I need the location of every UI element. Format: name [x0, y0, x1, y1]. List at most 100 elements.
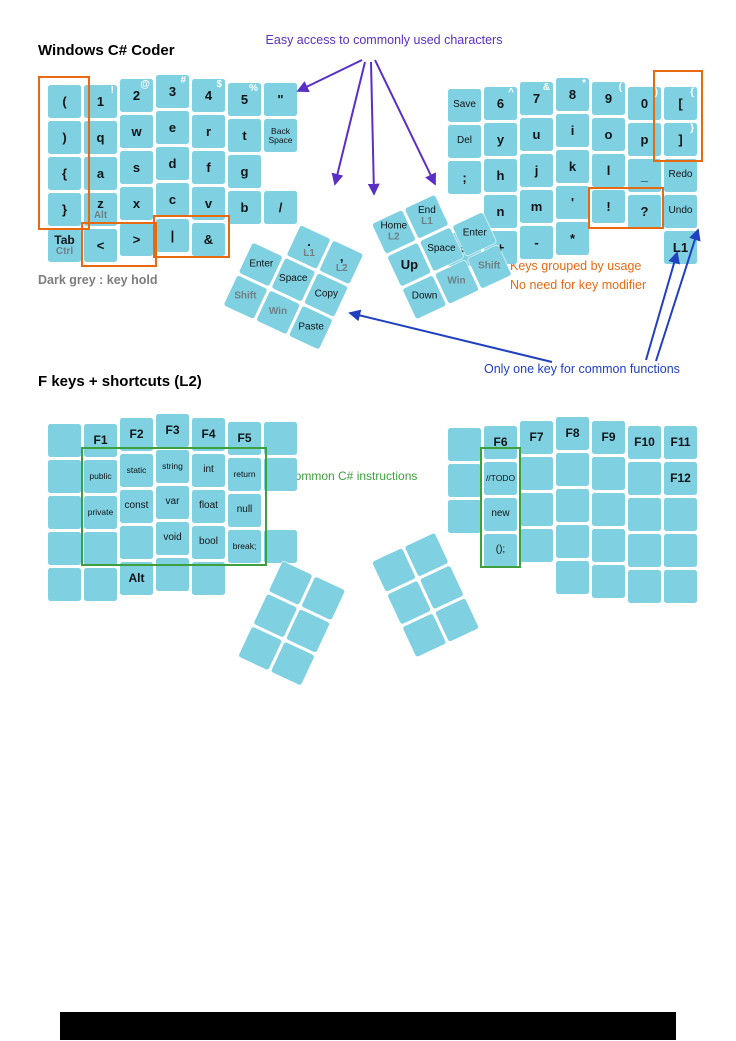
- key-semicolon: ;: [448, 161, 481, 194]
- grouped-annotation-line1: Keys grouped by usage: [510, 259, 642, 273]
- hold-function-label: L1: [420, 215, 433, 227]
- key-const: const: [120, 490, 153, 523]
- key-todo-comment: //TODO: [484, 462, 517, 495]
- bang-question-box: [588, 187, 664, 229]
- key-f8: F8: [556, 417, 589, 450]
- key-return: return: [228, 458, 261, 491]
- key-f11: F11: [664, 426, 697, 459]
- key-blank: [592, 565, 625, 598]
- csharp-right-box: [480, 447, 521, 568]
- key-blank: [48, 568, 81, 601]
- key-open-brace: {: [48, 157, 81, 190]
- key-string: string: [156, 450, 189, 483]
- one-key-arrow-l1: [645, 251, 680, 361]
- key-blank: [448, 464, 481, 497]
- csharp-left-box: [81, 447, 267, 566]
- hold-function-label: L2: [335, 262, 348, 274]
- key-back-space: Back Space: [264, 119, 297, 152]
- brackets-column-box: [38, 76, 90, 230]
- key-f3: F3: [156, 414, 189, 447]
- key-redo: Redo: [664, 159, 697, 192]
- key-break: break;: [228, 530, 261, 563]
- hold-function-label: L2: [388, 230, 400, 242]
- shifted-char-label: *: [582, 78, 586, 89]
- key-static: static: [120, 454, 153, 487]
- key-blank: [264, 422, 297, 455]
- hold-function-label: Win: [447, 275, 467, 287]
- key-f12: F12: [664, 462, 697, 495]
- key-t: t: [228, 119, 261, 152]
- key-h: h: [484, 159, 517, 192]
- key-null: null: [228, 494, 261, 527]
- key-k: k: [556, 150, 589, 183]
- key-asterisk: *: [556, 222, 589, 255]
- key-apostrophe: ': [556, 186, 589, 219]
- key-blank: [448, 500, 481, 533]
- key-less-than: <: [84, 229, 117, 262]
- key-f10: F10: [628, 426, 661, 459]
- key-blank: [556, 561, 589, 594]
- key-blank: [628, 570, 661, 603]
- key-parens-semicolon: ();: [484, 534, 517, 567]
- key-blank: [628, 534, 661, 567]
- key-undo: Undo: [664, 195, 697, 228]
- key-f1: F1: [84, 424, 117, 457]
- key-f6: F6: [484, 426, 517, 459]
- key-f5: F5: [228, 422, 261, 455]
- key-float: float: [192, 490, 225, 523]
- main-layer-title: Windows C# Coder: [38, 42, 175, 59]
- key-blank: [156, 558, 189, 591]
- key-alt: Alt: [120, 562, 153, 595]
- key-open-paren: (: [48, 85, 81, 118]
- key-void: void: [156, 522, 189, 555]
- key-n: n: [484, 195, 517, 228]
- l2-layer-title: F keys + shortcuts (L2): [38, 373, 202, 390]
- key-j: j: [520, 154, 553, 187]
- easy-access-arrow-quote: [296, 59, 363, 92]
- key-9: 9(: [592, 82, 625, 115]
- key-blank: [48, 460, 81, 493]
- key-blank: [520, 457, 553, 490]
- key-new: new: [484, 498, 517, 531]
- key-ampersand: &: [192, 223, 225, 256]
- one-key-annotation: Only one key for common functions: [484, 362, 680, 376]
- hold-function-label: L1: [302, 247, 315, 259]
- key-underscore: _: [628, 159, 661, 192]
- key-close-bracket: ]}: [664, 123, 697, 156]
- key-var: var: [156, 486, 189, 519]
- key-blank: [592, 457, 625, 490]
- key-5: 5%: [228, 83, 261, 116]
- key-6: 6^: [484, 87, 517, 120]
- key-d: d: [156, 147, 189, 180]
- hold-function-label: Ctrl: [55, 245, 74, 257]
- key-minus: -: [520, 226, 553, 259]
- key-s: s: [120, 151, 153, 184]
- shifted-char-label: }: [690, 123, 694, 134]
- key-slash: /: [264, 191, 297, 224]
- key-w: w: [120, 115, 153, 148]
- key-blank: [48, 496, 81, 529]
- key-del: Del: [448, 125, 481, 158]
- key-3: 3#: [156, 75, 189, 108]
- grouped-by-usage-annotation: Keys grouped by usage No need for key mo…: [510, 257, 646, 295]
- key-8: 8*: [556, 78, 589, 111]
- key-open-bracket: [{: [664, 87, 697, 120]
- key-blank: [120, 526, 153, 559]
- key-p: p: [628, 123, 661, 156]
- key-close-brace: }: [48, 193, 81, 226]
- easy-access-annotation: Easy access to commonly used characters: [265, 33, 503, 47]
- one-key-arrow-paste: [348, 309, 553, 363]
- key-v: v: [192, 187, 225, 220]
- key-public: public: [84, 460, 117, 493]
- shifted-char-label: @: [140, 79, 150, 90]
- easy-access-arrow-period: [331, 61, 366, 186]
- key-greater-than: >: [120, 223, 153, 256]
- key-exclamation: !: [592, 190, 625, 223]
- key-2: 2@: [120, 79, 153, 112]
- key-b: b: [228, 191, 261, 224]
- easy-access-arrow-comma: [367, 61, 380, 196]
- key-blank: [592, 529, 625, 562]
- key-0: 0): [628, 87, 661, 120]
